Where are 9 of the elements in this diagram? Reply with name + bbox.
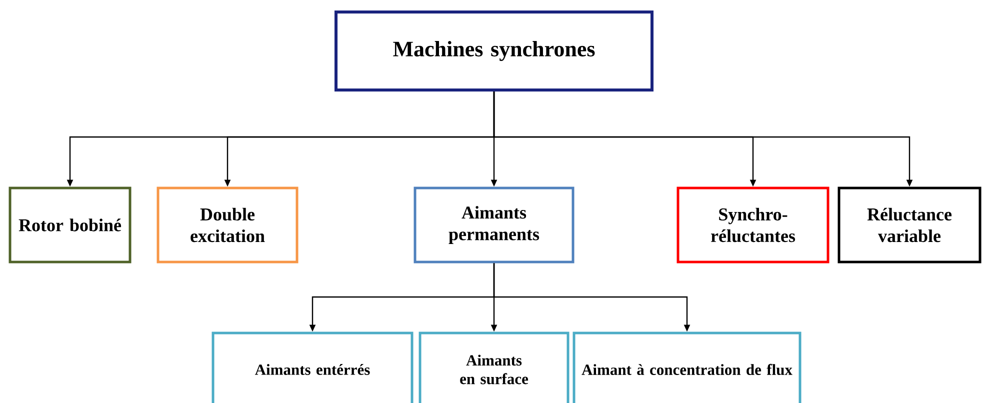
category-box: Rotor bobiné [8, 186, 132, 264]
subcategory-box: Aimant à concentration de flux [572, 332, 802, 403]
category-box: Double excitation [156, 186, 298, 264]
category-box: Réluctance variable [838, 186, 982, 264]
category-box: Aimants permanents [414, 186, 574, 264]
subcategory-box: Aimants en surface [418, 332, 570, 403]
title-box: Machines synchrones [334, 10, 654, 92]
subcategory-box: Aimants entérrés [212, 332, 414, 403]
category-box: Synchro-réluctantes [676, 186, 830, 264]
